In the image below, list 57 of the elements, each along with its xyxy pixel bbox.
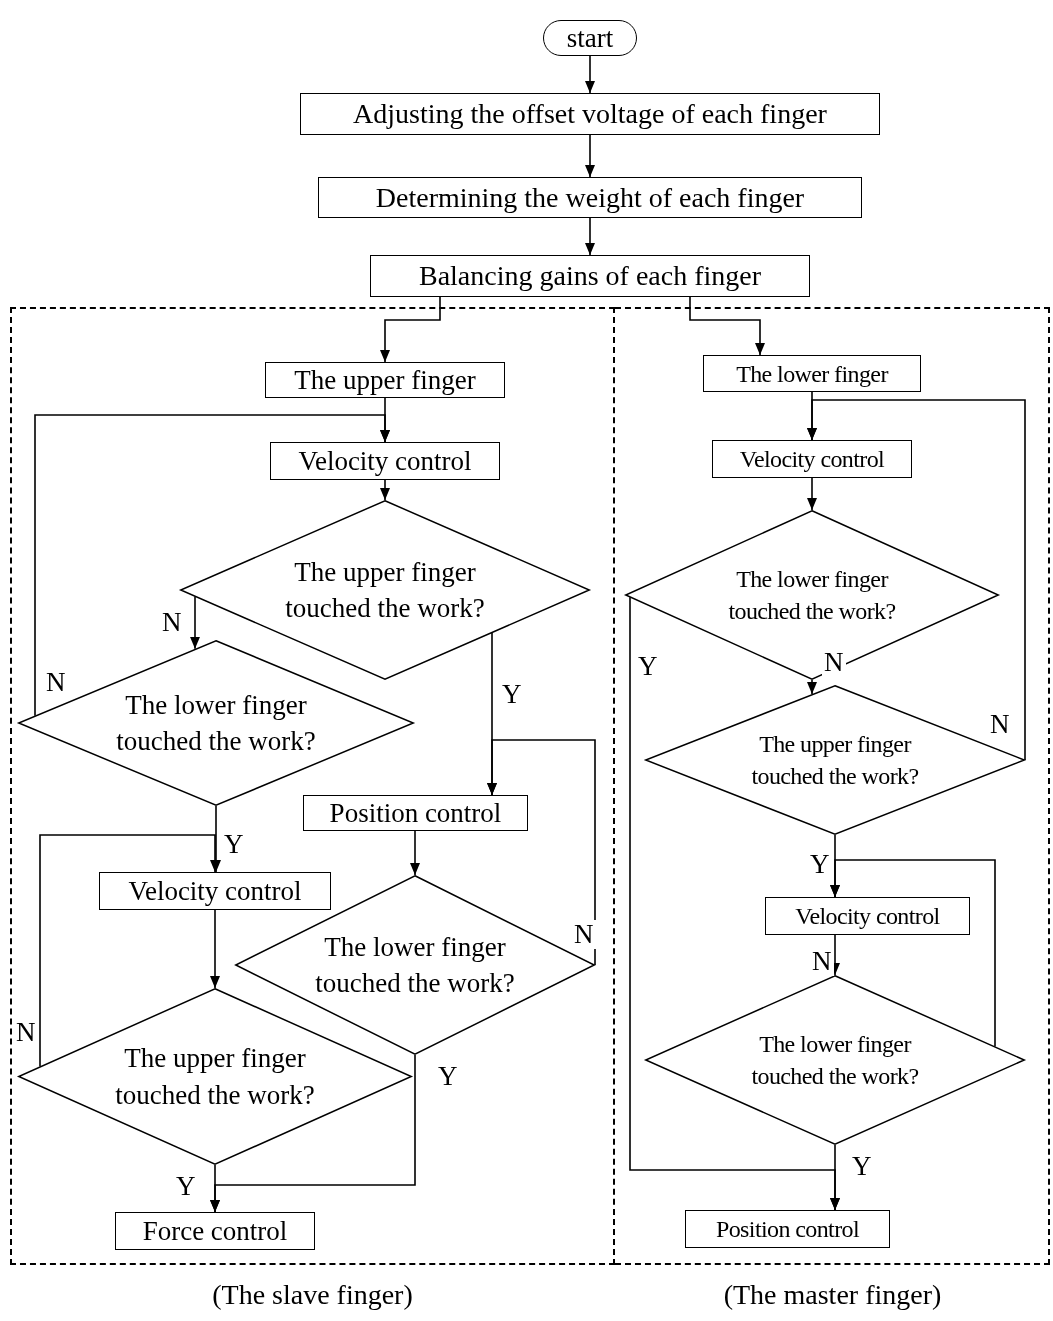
arrow [830,859,996,1048]
node-text: The lower finger touched the work? [314,930,516,1000]
node-text: Determining the weight of each finger [375,183,805,212]
node-text: The upper finger [294,366,476,394]
decision-diamond [18,640,414,806]
arrow [380,479,390,501]
node-text: The lower finger touched the work? [750,1029,920,1091]
process-box [300,93,880,135]
node-text: The lower finger touched the work? [115,688,317,758]
process-box [115,1212,315,1250]
node-text: start [566,24,614,52]
panel-caption: (The master finger) [722,1279,943,1311]
arrow [210,1054,416,1213]
node-text: Adjusting the offset voltage of each finger [353,100,827,128]
node-text: The upper finger touched the work? [284,555,486,625]
arrow [410,830,420,876]
decision-diamond [625,510,999,680]
process-box [99,872,331,910]
edge-label: N [572,920,596,949]
node-text: The lower finger [736,361,888,386]
process-box [270,442,500,480]
process-box [303,795,528,831]
arrow [585,134,595,178]
arrow [190,595,200,650]
decision-diamond [180,500,590,680]
process-box [318,177,862,218]
node-text: The upper finger touched the work? [750,729,920,791]
arrow [585,55,595,94]
panel-caption: (The slave finger) [211,1279,414,1311]
arrow [380,296,441,363]
node-text: The upper finger touched the work? [114,1042,316,1112]
node-text: Velocity control [795,904,940,928]
node-text: Velocity control [128,877,302,905]
decision-diamond [645,685,1025,835]
process-box [370,255,810,297]
decision-diamond [645,975,1025,1145]
node-text: Position control [329,799,502,827]
arrow [585,217,595,256]
process-box [685,1210,890,1248]
arrow [487,739,596,966]
arrow [807,399,1026,761]
process-box [703,355,921,392]
node-text: Balancing gains of each finger [418,262,762,290]
arrow [807,679,817,695]
arrow [807,477,817,511]
node-text: The lower finger touched the work? [727,564,897,626]
process-box [765,897,970,935]
node-text: Velocity control [739,447,885,471]
process-box [712,440,912,478]
arrow [210,909,220,989]
node-text: Force control [142,1217,288,1245]
arrow [689,296,765,356]
arrow [34,414,390,717]
node-text: Velocity control [298,447,472,475]
process-box [265,362,505,398]
arrow [830,1144,840,1211]
node-text: Position control [715,1217,860,1241]
